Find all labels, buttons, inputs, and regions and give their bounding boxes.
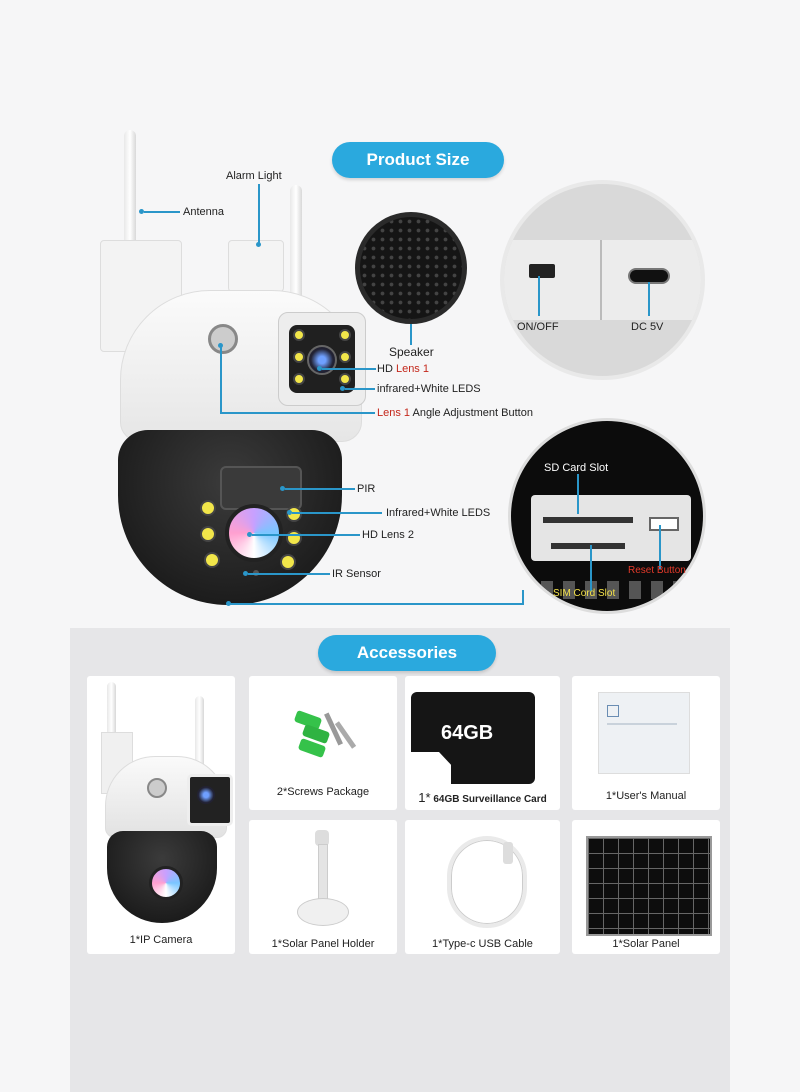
- caption-sd-card: 1* 64GB Surveillance Card: [418, 790, 547, 805]
- sd-card-capacity: 64GB: [441, 722, 494, 744]
- label-leds-top: infrared+White LEDS: [377, 383, 481, 395]
- label-hd-lens2: HD Lens 2: [362, 529, 414, 541]
- label-sim-slot: SIM Cord Slot: [553, 588, 616, 599]
- label-leds-bottom: Infrared+White LEDS: [386, 507, 491, 519]
- sd-detail: [508, 418, 706, 614]
- label-antenna: Antenna: [183, 206, 224, 218]
- accessory-usb-cable: 1*Type-c USB Cable: [405, 820, 560, 954]
- angle-adjust-button: [208, 324, 238, 354]
- label-angle-adjust: Lens 1 Angle Adjustment Button: [377, 407, 533, 419]
- label-dc: DC 5V: [631, 321, 664, 333]
- caption-ip-camera: 1*IP Camera: [129, 934, 193, 946]
- accessories-pill: Accessories: [318, 635, 496, 671]
- caption-user-manual: 1*User's Manual: [605, 790, 687, 802]
- caption-usb-cable: 1*Type-c USB Cable: [432, 938, 533, 950]
- accessory-ip-camera: 1*IP Camera: [87, 676, 235, 954]
- on-off-switch: [529, 264, 555, 278]
- accessory-screws: 2*Screws Package: [249, 676, 397, 810]
- label-alarm-light: Alarm Light: [226, 170, 282, 182]
- label-sd-slot: SD Card Slot: [544, 462, 609, 474]
- sd-card-image: 64GB: [411, 692, 535, 784]
- speaker-grille: [355, 212, 467, 324]
- main-camera: [100, 130, 380, 610]
- reset-button: [649, 517, 679, 531]
- accessory-sd-card: 64GB 1* 64GB Surveillance Card: [405, 676, 560, 810]
- label-hd-lens1: HD Lens 1: [377, 363, 429, 375]
- ports-detail: [500, 180, 705, 380]
- manual-image: [598, 692, 690, 774]
- right-antenna: [290, 185, 302, 315]
- solar-panel-image: [586, 836, 712, 936]
- caption-screws: 2*Screws Package: [276, 786, 370, 798]
- label-on-off: ON/OFF: [517, 321, 559, 333]
- label-pir: PIR: [357, 483, 376, 495]
- accessory-user-manual: 1*User's Manual: [572, 676, 720, 810]
- caption-solar-panel: 1*Solar Panel: [612, 938, 680, 950]
- sd-card-slot: [543, 517, 633, 523]
- sim-card-slot: [551, 543, 625, 549]
- caption-solar-holder: 1*Solar Panel Holder: [271, 938, 375, 950]
- product-size-pill: Product Size: [332, 142, 504, 178]
- hd-lens2-icon: [225, 504, 283, 562]
- accessory-solar-panel: 1*Solar Panel: [572, 820, 720, 954]
- lens1-module: [278, 312, 366, 406]
- alarm-light-housing: [228, 240, 284, 292]
- label-ir-sensor: IR Sensor: [332, 568, 381, 580]
- label-reset: Reset Button: [628, 565, 686, 576]
- accessory-solar-holder: 1*Solar Panel Holder: [249, 820, 397, 954]
- hd-lens1-icon: [307, 345, 337, 375]
- label-speaker: Speaker: [389, 345, 434, 359]
